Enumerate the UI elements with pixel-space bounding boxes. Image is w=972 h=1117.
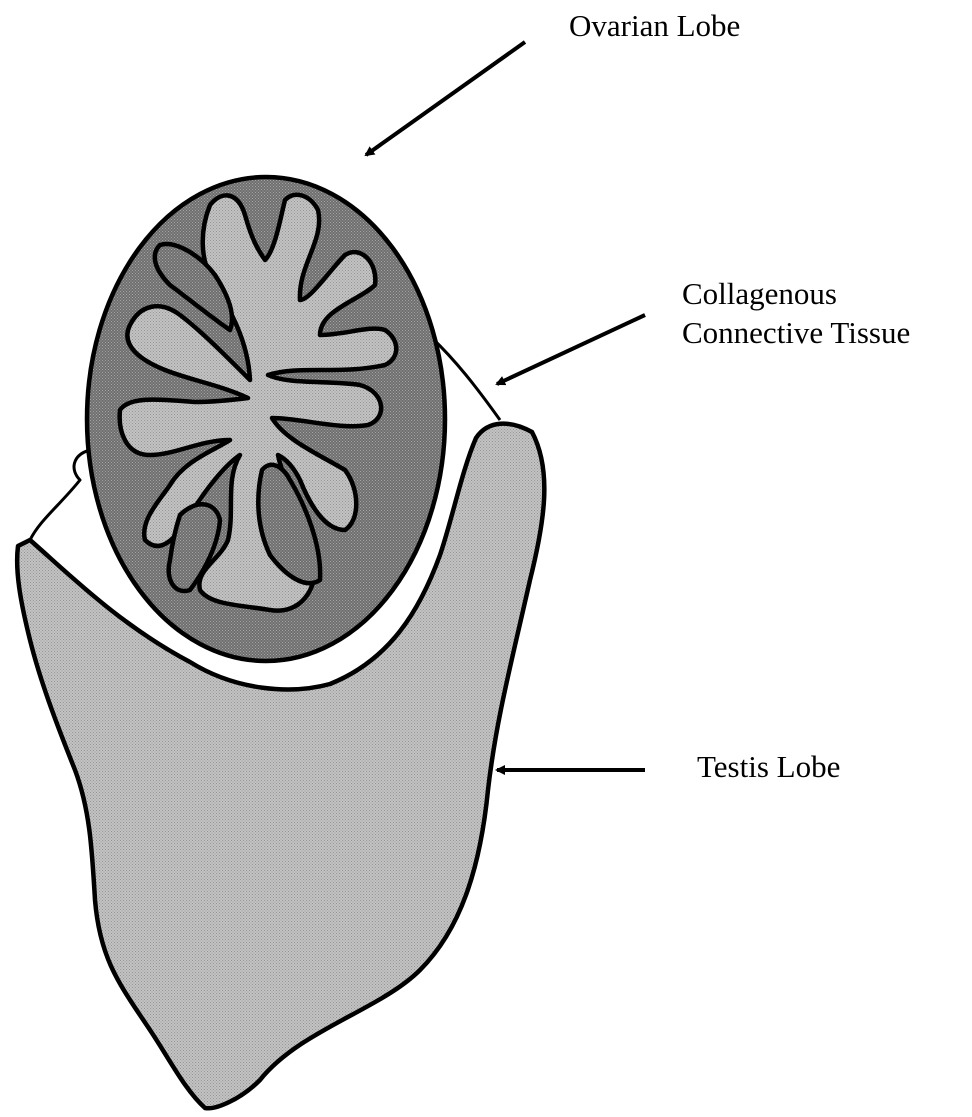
arrow-connective-tissue bbox=[497, 315, 645, 384]
arrow-ovarian-lobe bbox=[366, 42, 525, 155]
label-connective-tissue-line1: Collagenous bbox=[682, 276, 837, 311]
label-testis-lobe: Testis Lobe bbox=[697, 749, 840, 784]
label-connective-tissue-line2: Connective Tissue bbox=[682, 315, 910, 350]
label-ovarian-lobe: Ovarian Lobe bbox=[569, 8, 740, 43]
connective-tissue-outline bbox=[30, 450, 90, 540]
